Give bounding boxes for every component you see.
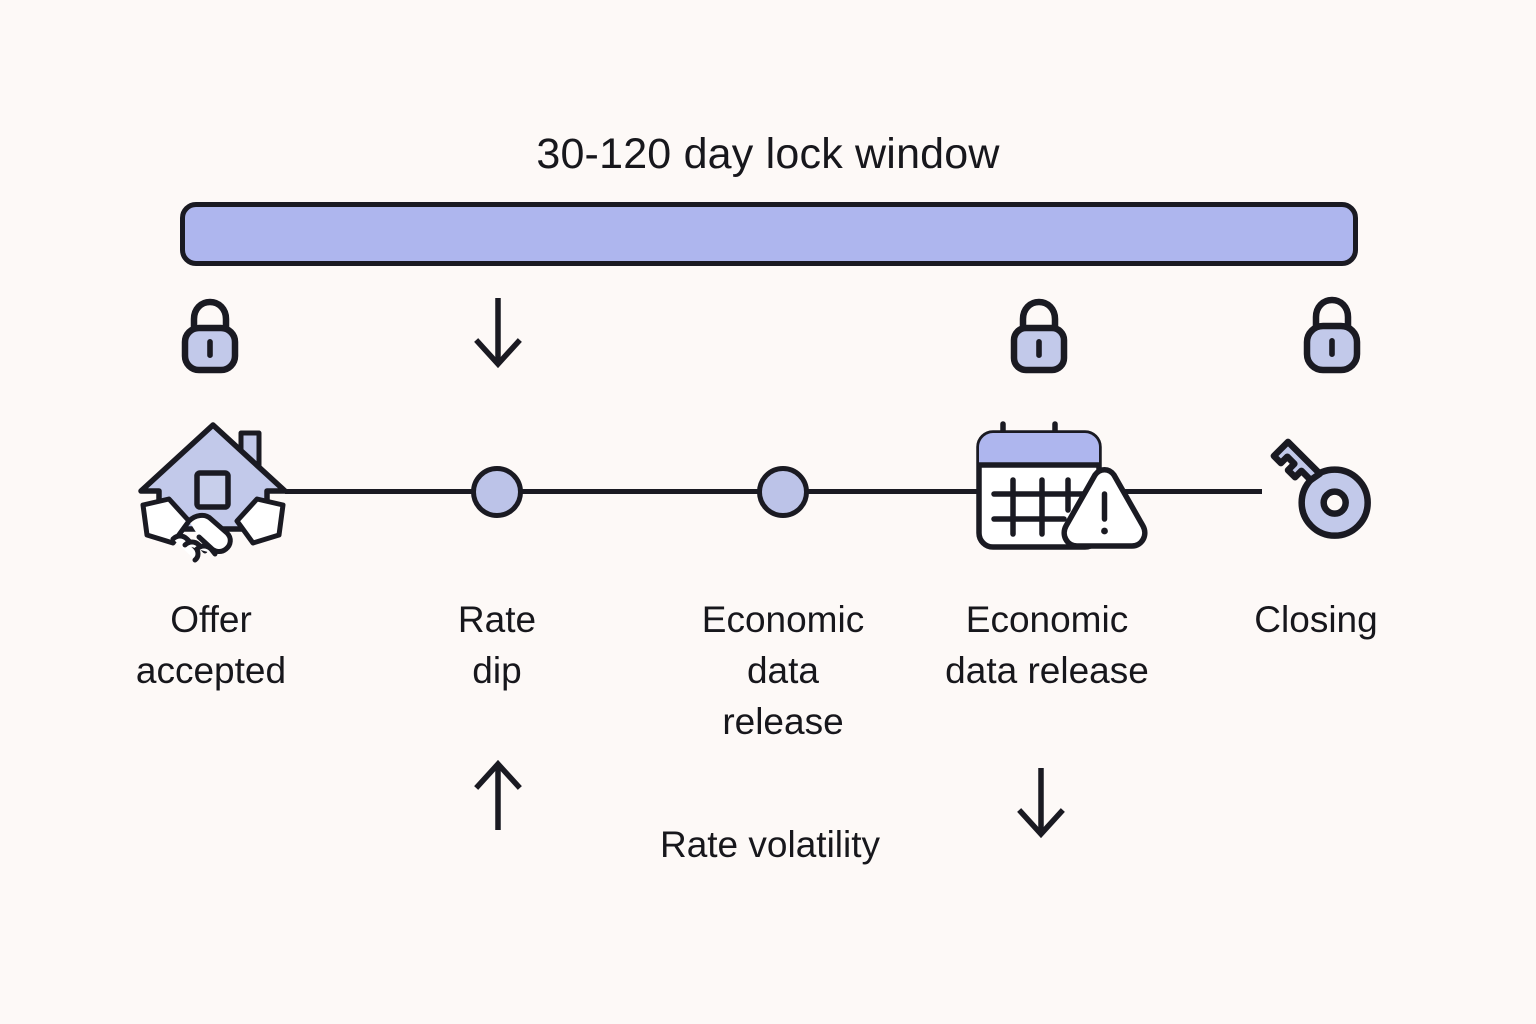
arrow-down-icon [472, 296, 524, 369]
lock-window-title: 30-120 day lock window [536, 130, 1000, 178]
key-icon [1252, 418, 1382, 553]
volatility-caption: Rate volatility [659, 824, 881, 865]
arrow-down-icon [1015, 766, 1067, 839]
timeline-dot-icon [757, 466, 809, 518]
timeline-node-label: Rate dip [457, 599, 537, 692]
lock-icon [172, 294, 248, 376]
timeline-node-label: Offer accepted [135, 599, 287, 692]
lock-icon [1001, 294, 1077, 376]
timeline-node-label: Closing [1254, 599, 1378, 640]
house-handshake-icon [133, 417, 293, 563]
lock-icon [1294, 292, 1370, 376]
calendar-warning-icon [972, 418, 1148, 558]
timeline-node-label: Economic data release [701, 599, 865, 743]
timeline-dot-icon [471, 466, 523, 518]
arrow-up-icon [472, 759, 524, 832]
timeline-node-label: Economic data release [945, 599, 1149, 692]
lock-window-bar [180, 202, 1358, 266]
